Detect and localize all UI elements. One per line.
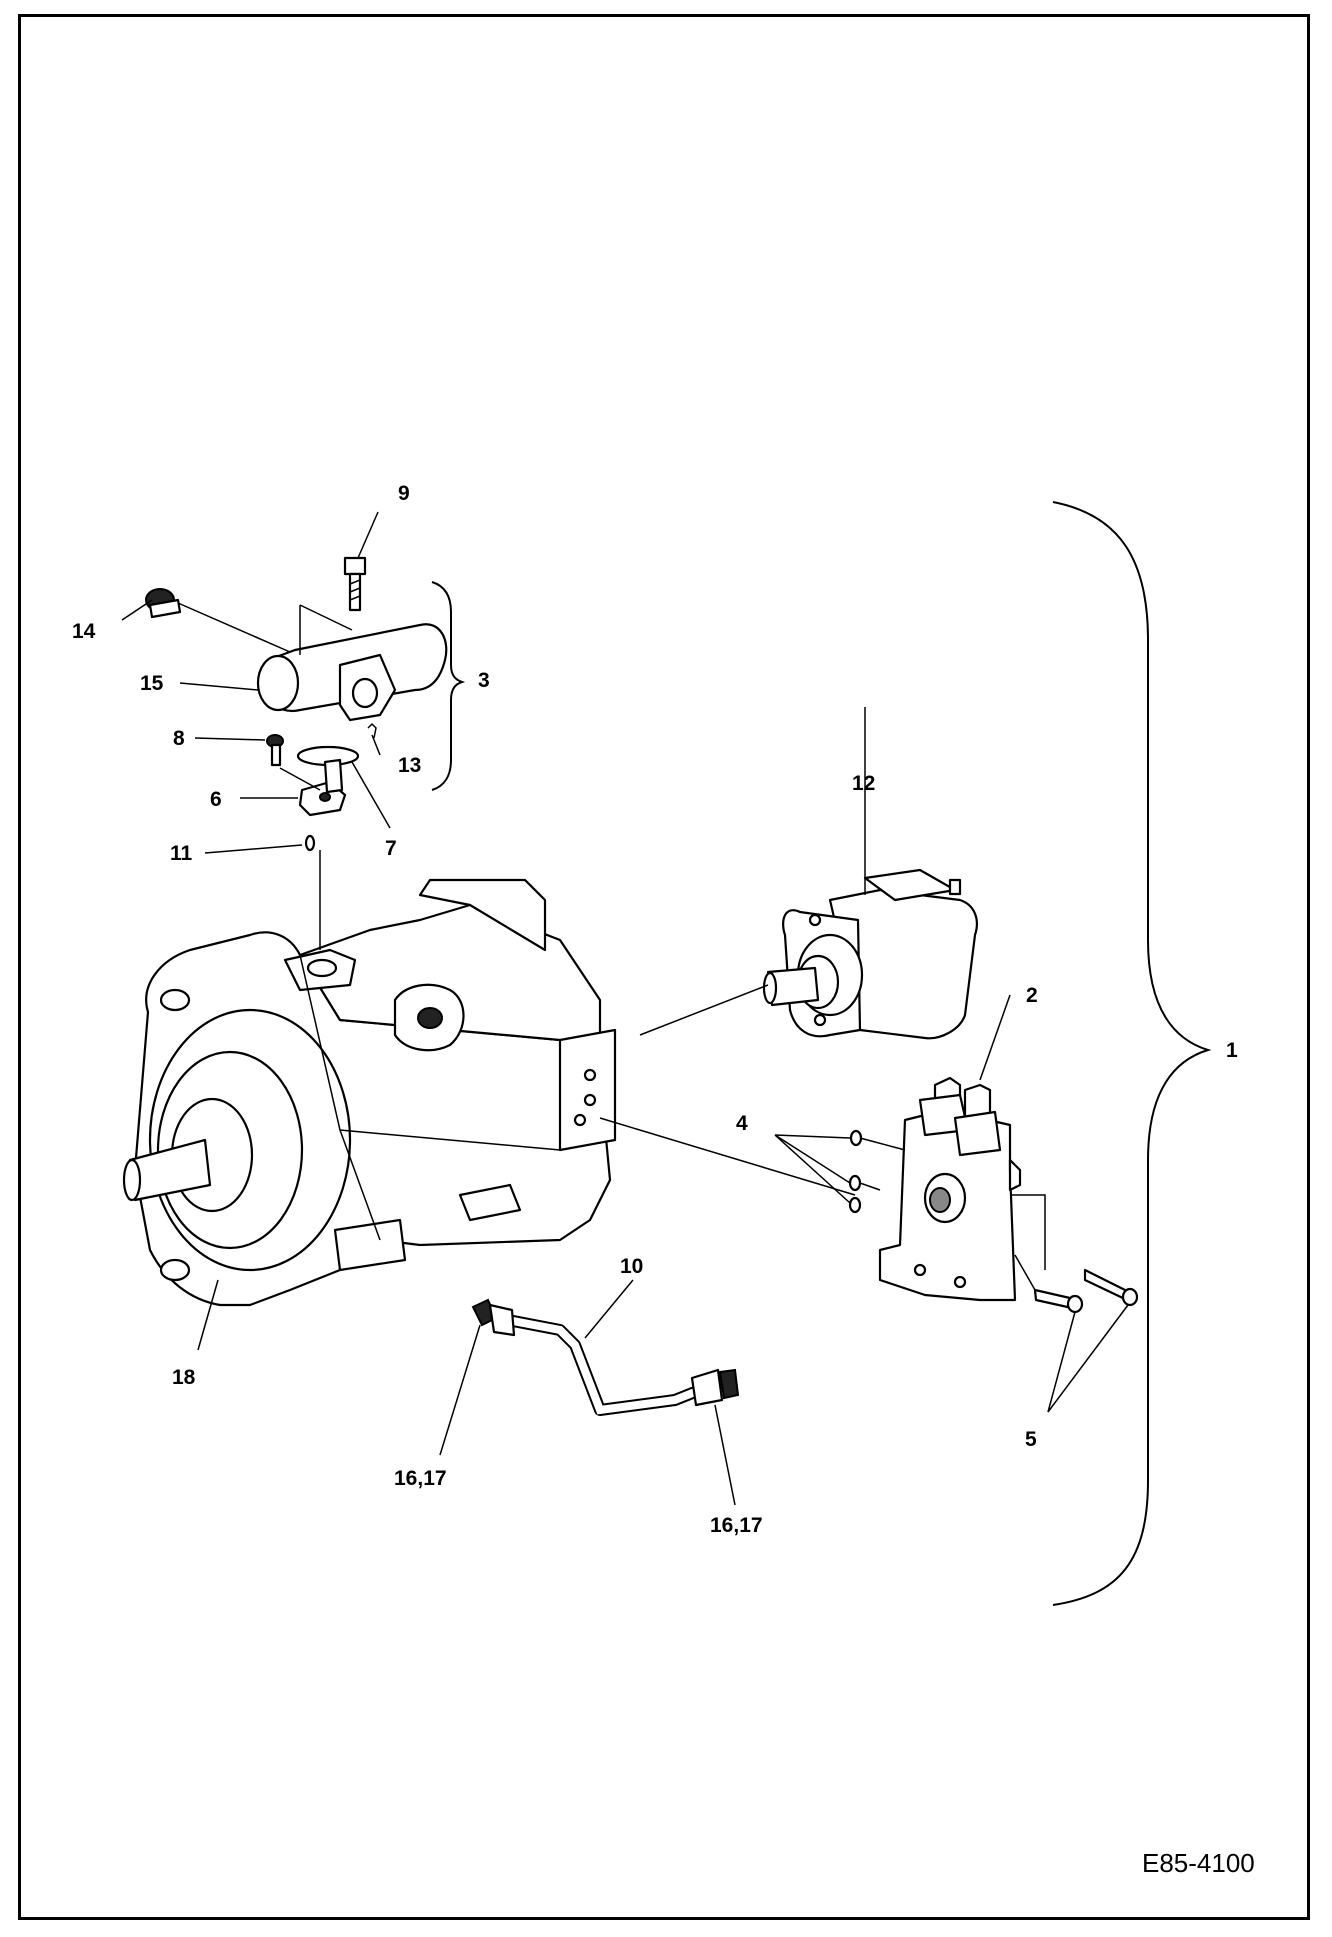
callout-8: 8 <box>173 727 185 750</box>
lever-6 <box>298 758 347 817</box>
callout-13: 13 <box>398 754 421 777</box>
assembly-line-screw8 <box>279 767 321 791</box>
callout-9: 9 <box>398 482 410 505</box>
callout-7: 7 <box>385 837 397 860</box>
callout-3: 3 <box>478 669 490 692</box>
clip-13 <box>367 722 377 739</box>
assembly-line-bolts <box>1010 1194 1046 1291</box>
drawing-code: E85-4100 <box>1142 1848 1255 1878</box>
callout-6: 6 <box>210 788 222 811</box>
pressure-tube <box>506 1314 703 1416</box>
callout-12: 12 <box>852 772 875 795</box>
bolts-5 <box>1033 1268 1139 1314</box>
callout-11: 11 <box>170 842 193 865</box>
callout-1: 1 <box>1226 1039 1238 1062</box>
leader-lines <box>121 511 1129 1506</box>
callout-16-17-right: 16,17 <box>710 1514 763 1537</box>
callout-2: 2 <box>1026 984 1038 1007</box>
o-ring-4b <box>848 1174 862 1192</box>
gear-pump <box>762 868 978 1040</box>
screw-8 <box>266 734 284 767</box>
o-ring-4a <box>849 1129 863 1147</box>
callout-16-17-left: 16,17 <box>394 1467 447 1490</box>
callout-4: 4 <box>736 1112 748 1135</box>
callout-18: 18 <box>172 1366 196 1389</box>
assembly-line-oring-mid <box>859 1182 881 1191</box>
o-ring-4c <box>848 1196 862 1214</box>
fitting-left <box>471 1298 516 1337</box>
assembly-line-valve <box>599 1117 856 1196</box>
bolt-9 <box>343 556 367 612</box>
main-pump-housing <box>122 878 617 1307</box>
control-valve-block <box>878 1076 1022 1302</box>
assembly-brace-3 <box>431 581 466 791</box>
pin-11 <box>304 834 316 852</box>
assembly-brace-1 <box>1052 501 1212 1606</box>
callout-5: 5 <box>1025 1428 1037 1451</box>
assembly-line-gearpump <box>639 984 769 1036</box>
fitting-right <box>690 1368 740 1407</box>
callout-14: 14 <box>72 620 96 643</box>
assembly-line-oring-top <box>859 1137 906 1151</box>
servo-cylinder <box>256 604 448 722</box>
callout-10: 10 <box>620 1255 643 1278</box>
plug-14 <box>145 588 182 619</box>
callout-15: 15 <box>140 672 164 695</box>
